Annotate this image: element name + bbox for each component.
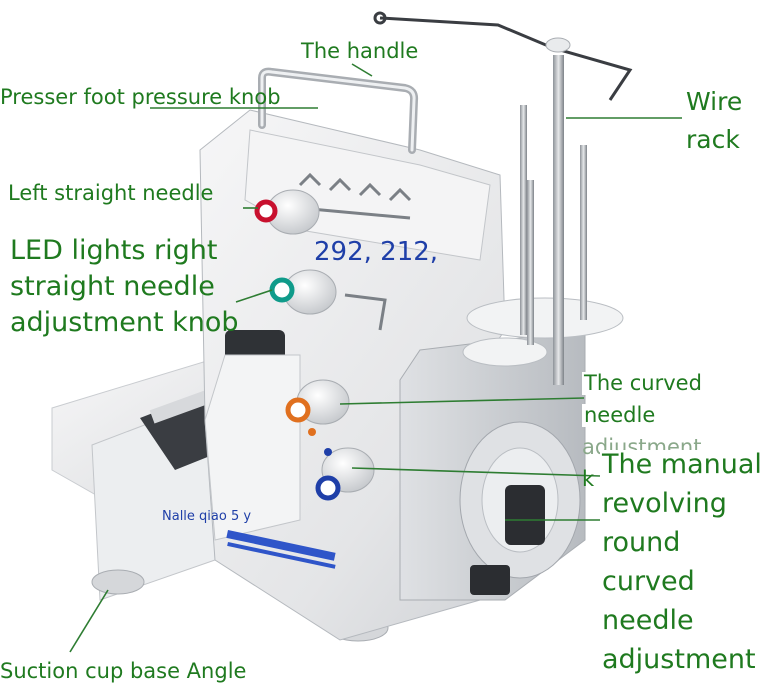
blue-decal (226, 530, 336, 561)
curved-needle-ring-blue (315, 475, 341, 501)
label-curved-needle-2: needle (582, 403, 658, 427)
label-led-line-3: adjustment knob (10, 307, 239, 338)
watermark-text: Nalle qiao 5 y (162, 509, 252, 524)
label-presser-foot-knob: Presser foot pressure knob (0, 85, 281, 109)
label-curved-needle-1: The curved (582, 371, 704, 395)
label-left-straight-needle: Left straight needle (8, 181, 214, 205)
leader-suction (69, 589, 109, 653)
model-numbers-overlay: 292, 212, (314, 237, 439, 267)
label-curved-needle-4: k (582, 467, 595, 491)
leader-handle (351, 63, 373, 77)
curved-needle-ring-orange (285, 397, 311, 423)
label-manual-3: round (600, 527, 683, 558)
left-needle-ring-red (254, 199, 278, 223)
label-led-line-1: LED lights right (10, 235, 218, 266)
right-needle-ring-teal (269, 277, 295, 303)
suction-foot-left (91, 569, 145, 595)
leader-curved (339, 397, 585, 405)
label-wire-rack-2: rack (686, 125, 740, 154)
label-wire-rack-1: Wire (686, 87, 743, 116)
label-manual-5: needle (600, 605, 696, 636)
label-manual-4: curved (600, 566, 697, 597)
label-suction-cup-base: Suction cup base Angle (0, 659, 247, 683)
spool-base (466, 297, 624, 339)
rack-pole (553, 55, 564, 385)
label-manual-1: The manual (600, 449, 764, 480)
label-the-handle: The handle (301, 39, 419, 63)
leader-led (235, 289, 273, 303)
leader-manual (351, 467, 601, 477)
label-led-line-2: straight needle (10, 271, 215, 302)
label-manual-2: revolving (600, 488, 729, 519)
label-manual-6: adjustment (600, 644, 758, 675)
